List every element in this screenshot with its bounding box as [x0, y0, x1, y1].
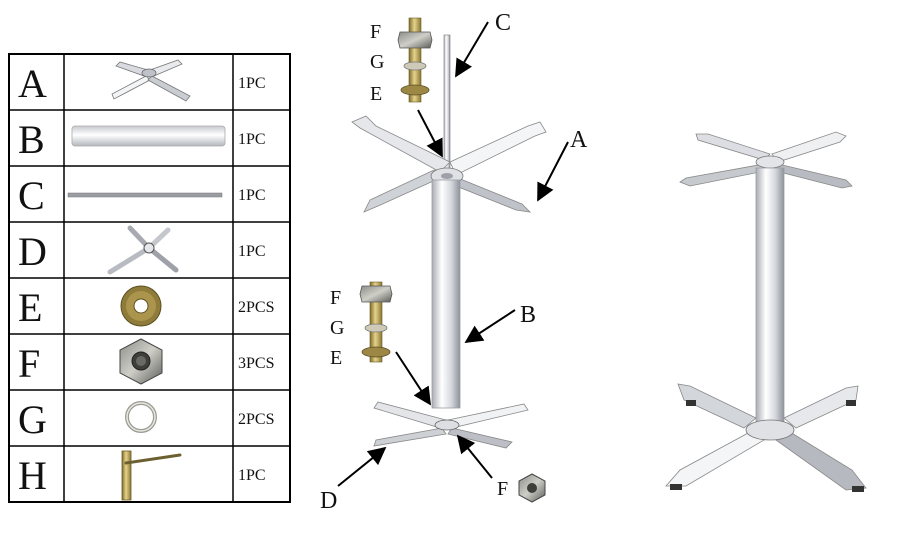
row-qty: 2PCS: [238, 411, 274, 428]
row-qty: 2PCS: [238, 299, 274, 316]
column-tube: [431, 179, 461, 409]
row-letter: H: [18, 453, 47, 498]
row-qty: 1PC: [238, 131, 266, 148]
row-letter: E: [18, 285, 42, 330]
threaded-rod-icon: [67, 192, 223, 198]
row-letter: C: [18, 173, 45, 218]
label-d: D: [320, 488, 337, 514]
arrow-b: [464, 309, 516, 343]
label-a: A: [570, 127, 588, 153]
arrow-bottom-stack: [395, 351, 431, 406]
bottom-bolt-stack: [359, 281, 393, 363]
row-qty: 1PC: [238, 187, 266, 204]
top-bolt-stack: [397, 17, 433, 103]
label-f-loose: F: [497, 478, 508, 500]
loose-hex-nut: [518, 473, 546, 503]
label-g-bottom: G: [330, 317, 344, 339]
hex-nut-icon: [119, 338, 163, 385]
row-letter: G: [18, 397, 47, 442]
arrow-f: [456, 434, 493, 479]
cross-top-base-icon: [111, 59, 191, 102]
wrench-tool-icon: [121, 450, 182, 501]
label-g-top: G: [370, 51, 384, 73]
arrow-top-stack: [417, 109, 443, 158]
top-cross-base: [351, 115, 547, 213]
row-qty: 1PC: [238, 75, 266, 92]
row-qty: 1PC: [238, 467, 266, 484]
row-letter: A: [18, 61, 47, 106]
row-qty: 3PCS: [238, 355, 274, 372]
label-f-top: F: [370, 21, 381, 43]
label-b: B: [520, 302, 536, 328]
exploded-view: F G E F G E: [320, 10, 588, 514]
label-e-top: E: [370, 83, 382, 105]
cross-plate-icon: [107, 225, 179, 275]
arrow-c: [455, 21, 489, 78]
assembled-column: [755, 167, 785, 427]
threaded-rod: [443, 34, 451, 171]
column-tube-icon: [71, 125, 226, 147]
arrow-a: [537, 141, 569, 202]
bottom-cross-plate: [373, 401, 529, 449]
row-letter: D: [18, 229, 47, 274]
ring-washer-icon: [125, 401, 157, 433]
assembled-view: [665, 131, 867, 492]
label-c: C: [495, 10, 511, 36]
label-f-bottom: F: [330, 287, 341, 309]
parts-table: A 1PC B 1PC C 1PC D 1PC E: [8, 53, 291, 503]
arrow-d: [337, 446, 387, 487]
label-e-bottom: E: [330, 347, 342, 369]
row-letter: F: [18, 341, 40, 386]
row-qty: 1PC: [238, 243, 266, 260]
row-letter: B: [18, 117, 45, 162]
washer-icon: [120, 285, 162, 327]
